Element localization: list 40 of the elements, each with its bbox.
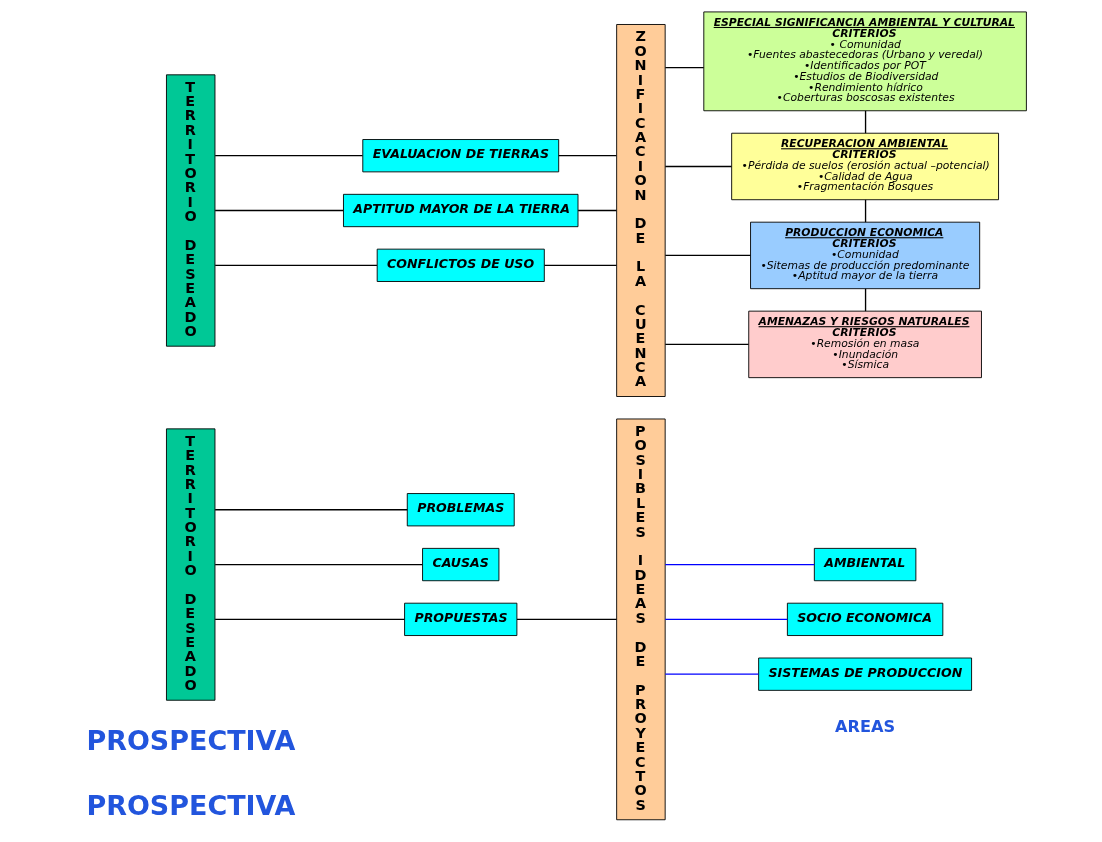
node-box: ESPECIAL SIGNIFICANCIA AMBIENTAL Y CULTURAL CRITERIOS • Comunidad •Fuentes abastecedoras (Urbano y veredal) •Identificados por POT •Estudios de Biodiversidad •Rendimiento hídrico •Coberturas boscosas existentes	[702, 11, 1027, 112]
connector	[664, 165, 732, 168]
connector	[664, 673, 759, 675]
label: AREAS	[834, 717, 895, 737]
connector	[214, 618, 405, 621]
connector	[664, 343, 749, 346]
node-box: PRODUCCION ECONOMICA CRITERIOS •Comunidad •Sitemas de producción predominante •Aptitud mayor de la tierra	[749, 221, 980, 290]
node-box: AMENAZAS Y RIESGOS NATURALES CRITERIOS •Remosión en masa •Inundación •Sísmica	[747, 310, 982, 379]
connector	[214, 264, 378, 266]
connector	[664, 254, 751, 257]
connector	[864, 199, 866, 223]
node-box: TERRITORIO DESEADO	[165, 74, 215, 347]
connector	[664, 563, 815, 566]
node-box: EVALUACION DE TIERRAS	[361, 139, 559, 173]
connector	[864, 288, 866, 312]
node-box: PROPUESTAS	[403, 602, 517, 636]
connector	[515, 618, 617, 621]
connector	[214, 563, 423, 566]
node-box: RECUPERACION AMBIENTAL CRITERIOS •Pérdida de suelos (erosión actual –potencial) •Calidad de Agua •Fragmentación Bosques	[730, 132, 999, 201]
connector	[576, 209, 617, 212]
connector	[664, 618, 788, 621]
connector	[214, 209, 344, 212]
node-box: CAUSAS	[421, 547, 499, 582]
node-box: TERRITORIO DESEADO	[165, 428, 215, 701]
node-box: ZONIFICACION DE LA CUENCA	[615, 24, 666, 397]
node-box: PROBLEMAS	[406, 493, 515, 527]
node-box: POSIBLES IDEAS DE PROYECTOS	[615, 418, 666, 821]
connector	[543, 264, 617, 266]
node-box: CONFLICTOS DE USO	[376, 248, 545, 282]
node-box: AMBIENTAL	[813, 547, 916, 582]
connector	[664, 66, 704, 69]
label: PROSPECTIVA	[85, 789, 295, 821]
node-box: SOCIO ECONOMICA	[786, 602, 943, 636]
node-box: APTITUD MAYOR DE LA TIERRA	[342, 193, 578, 228]
connector	[214, 155, 363, 157]
connector	[864, 110, 866, 134]
node-box: SISTEMAS DE PRODUCCION	[757, 657, 972, 691]
label: PROSPECTIVA	[85, 725, 295, 757]
connector	[214, 509, 408, 511]
connector	[557, 155, 617, 157]
